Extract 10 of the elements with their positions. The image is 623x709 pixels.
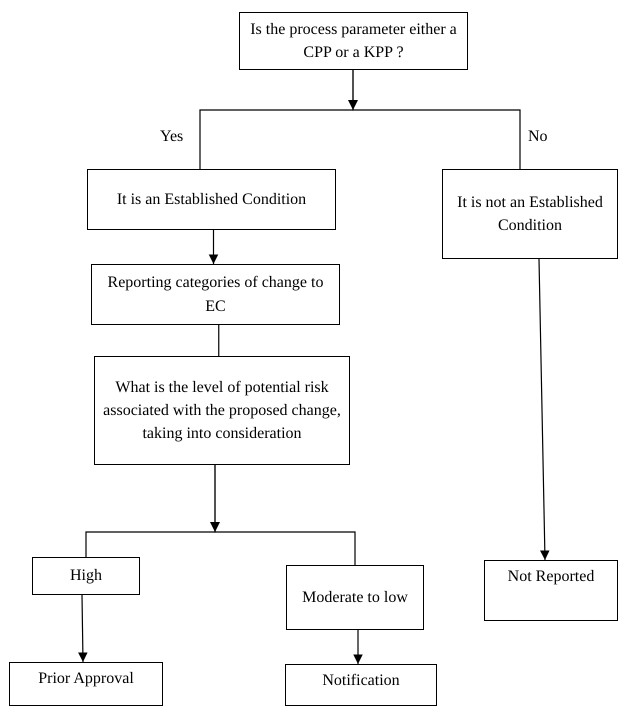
process-box: It is an Established Condition — [87, 169, 336, 230]
question-box: Is the process parameter either a CPP or a KPP ? — [239, 12, 468, 70]
process-box: What is the level of potential risk associated with the proposed change, taking into consideration — [94, 356, 350, 465]
process-box: Reporting categories of change to EC — [91, 264, 340, 325]
outcome-box: Notification — [285, 664, 437, 706]
process-box: High — [32, 557, 140, 595]
process-box: It is not an Established Condition — [442, 169, 618, 259]
outcome-box: Not Reported — [484, 560, 618, 621]
process-box: Moderate to low — [286, 565, 424, 630]
outcome-box: Prior Approval — [9, 662, 163, 706]
